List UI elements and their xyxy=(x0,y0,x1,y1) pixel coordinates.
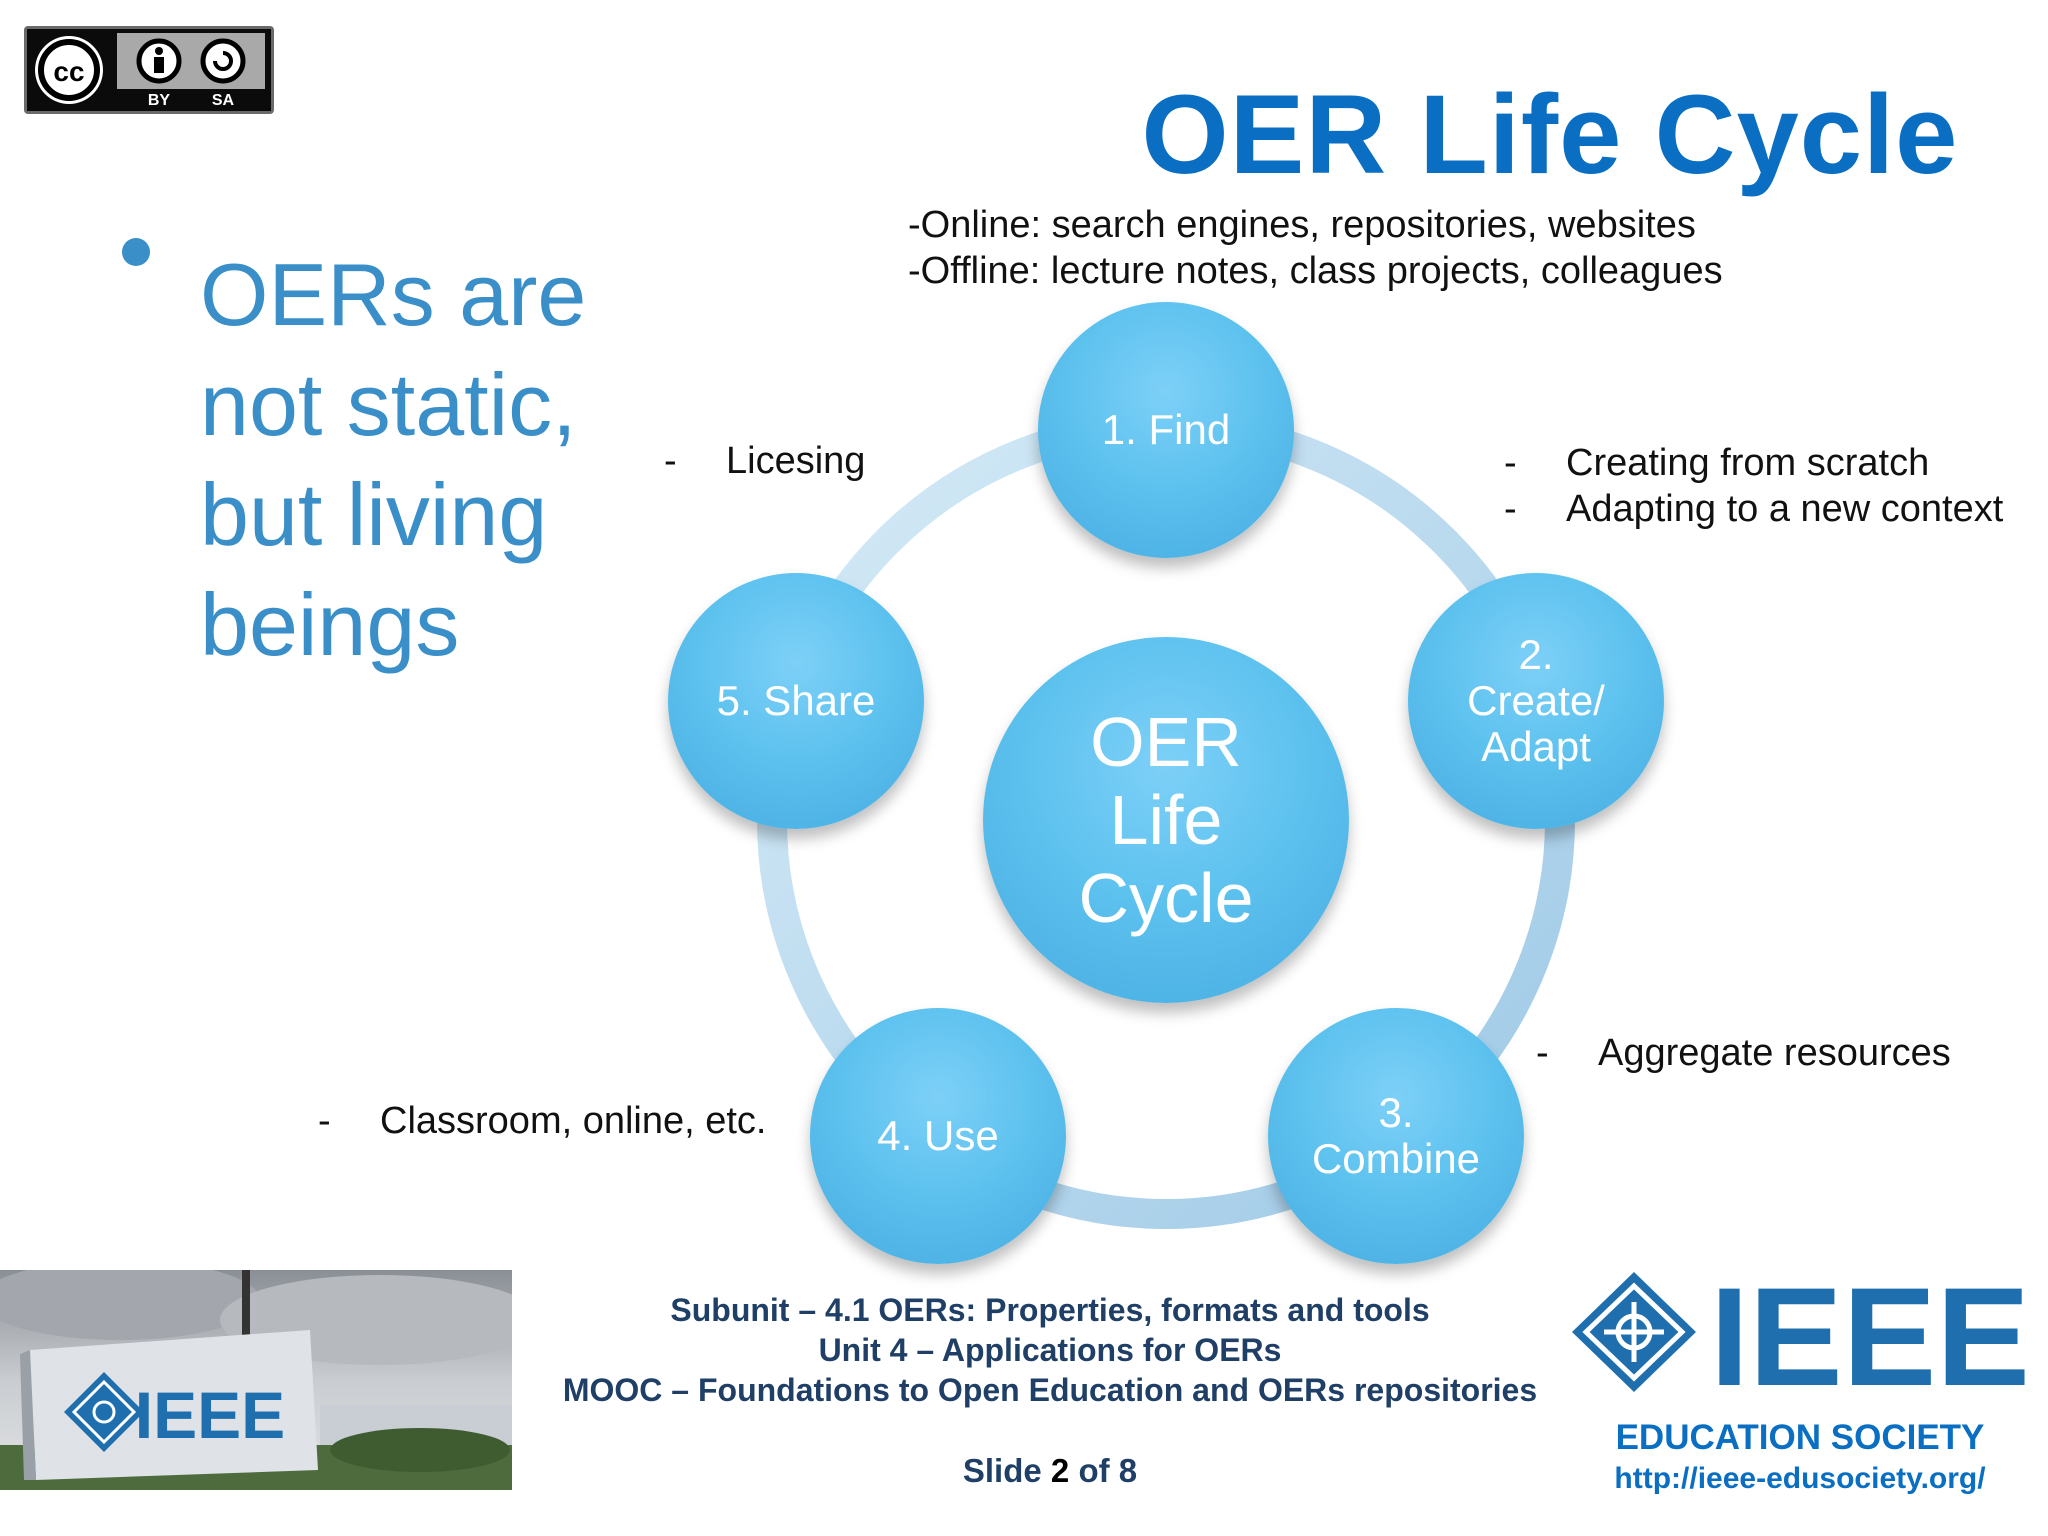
center-node-line: Life xyxy=(1109,781,1223,859)
dash: - xyxy=(1504,488,1517,530)
step-node-combine: 3. Combine xyxy=(1268,1008,1524,1264)
svg-text:cc: cc xyxy=(53,56,84,87)
footer-line: Subunit – 4.1 OERs: Properties, formats … xyxy=(670,1292,1430,1328)
step-label: Create/ xyxy=(1467,677,1605,724)
society-url-link[interactable]: http://ieee-edusociety.org/ xyxy=(1614,1462,1986,1495)
cc-license-icon: cc BY SA xyxy=(27,29,271,111)
dash: - xyxy=(1504,442,1517,484)
bullet-line: beings xyxy=(200,575,460,674)
center-node-line: Cycle xyxy=(1078,859,1254,937)
dash: - xyxy=(664,440,677,482)
note-combine: - Aggregate resources xyxy=(1536,1030,1951,1076)
note-line: Creating from scratch xyxy=(1566,442,1930,484)
step-node-share: 5. Share xyxy=(668,573,924,829)
step-label: 2. xyxy=(1518,631,1554,678)
step-node-use: 4. Use xyxy=(810,1008,1066,1264)
slide-current: 2 xyxy=(1050,1452,1070,1489)
bullet-line: not static, xyxy=(200,355,577,454)
note-line: Licesing xyxy=(726,440,866,482)
cc-by-label: BY xyxy=(148,92,171,109)
step-label: Adapt xyxy=(1481,723,1591,770)
footer-course-info: Subunit – 4.1 OERs: Properties, formats … xyxy=(520,1290,1580,1410)
step-label: 4. Use xyxy=(877,1112,999,1159)
footer-line: MOOC – Foundations to Open Education and… xyxy=(562,1372,1538,1408)
slide-suffix: of 8 xyxy=(1078,1452,1138,1489)
education-society-label: EDUCATION SOCIETY xyxy=(1615,1418,1985,1457)
step-label: 1. Find xyxy=(1101,406,1231,453)
note-line: Classroom, online, etc. xyxy=(380,1100,767,1142)
cc-sa-label: SA xyxy=(212,92,235,109)
dash: - xyxy=(318,1100,331,1142)
step-label: Combine xyxy=(1311,1135,1481,1182)
step-node-find: 1. Find xyxy=(1038,302,1294,558)
ieee-logo-text: IEEE xyxy=(1710,1270,2030,1400)
bullet-icon xyxy=(122,238,150,266)
bullet-line: but living xyxy=(200,465,548,564)
slide-prefix: Slide xyxy=(962,1452,1042,1489)
step-label: 3. xyxy=(1378,1089,1414,1136)
center-node-line: OER xyxy=(1090,703,1242,781)
note-line: Adapting to a new context xyxy=(1566,488,2004,530)
footer-line: Unit 4 – Applications for OERs xyxy=(818,1332,1282,1368)
step-label: 5. Share xyxy=(716,677,876,724)
note-line: -Offline: lecture notes, class projects,… xyxy=(908,250,1723,292)
step-node-create-adapt: 2. Create/ Adapt xyxy=(1408,573,1664,829)
note-create: - Creating from scratch - Adapting to a ne… xyxy=(1504,440,2003,532)
ieee-diamond-icon xyxy=(1572,1272,1696,1392)
cc-by-sa-badge: cc BY SA xyxy=(24,26,274,114)
photo-sign-text: IEEE xyxy=(135,1378,285,1452)
bullet-line: OERs are xyxy=(200,245,587,344)
center-node-oer-life-cycle: OER Life Cycle xyxy=(983,637,1349,1003)
note-line: Aggregate resources xyxy=(1598,1032,1951,1074)
note-share: - Licesing xyxy=(664,438,865,484)
note-find: -Online: search engines, repositories, w… xyxy=(908,202,1723,294)
slide-title: OER Life Cycle xyxy=(1141,72,1959,197)
ieee-building-photo: IEEE xyxy=(0,1270,512,1490)
bullet-text: OERs are not static, but living beings xyxy=(200,240,660,680)
note-use: - Classroom, online, etc. xyxy=(318,1098,767,1144)
slide-number: Slide 2 of 8 xyxy=(900,1452,1200,1490)
dash: - xyxy=(1536,1032,1549,1074)
ieee-logo: IEEE xyxy=(1570,1258,2040,1415)
note-line: -Online: search engines, repositories, w… xyxy=(908,204,1696,246)
